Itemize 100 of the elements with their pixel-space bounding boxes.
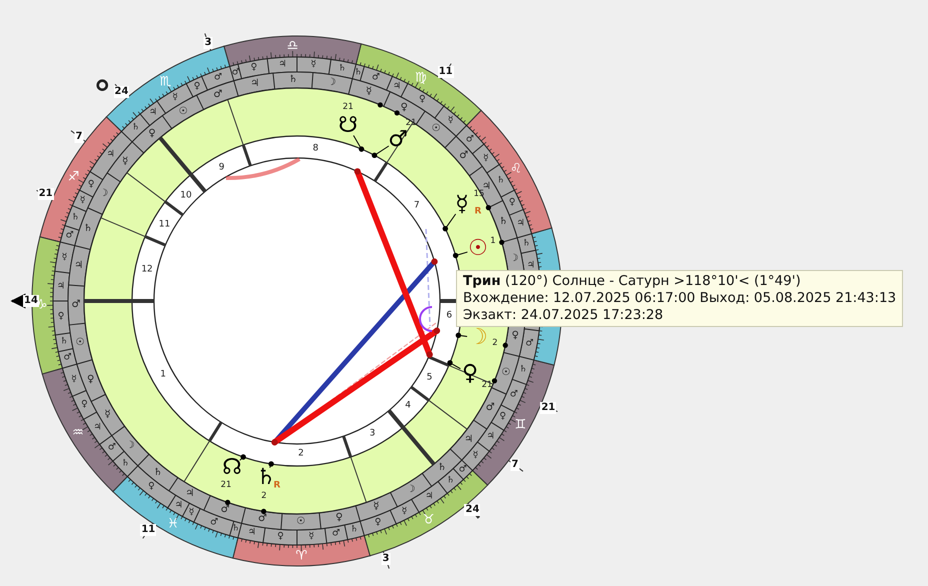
planet-symbol: ☿	[122, 156, 128, 167]
zodiac-sign-symbol: ♐	[68, 170, 80, 184]
retrograde-mark: R	[274, 482, 280, 490]
house-number: 2	[298, 449, 304, 458]
planet-symbol: ☿	[188, 508, 194, 518]
planet-symbol: ♂	[63, 354, 72, 363]
house-number: 3	[369, 430, 376, 439]
planet-symbol: ☿	[448, 116, 454, 126]
degree-label: 3	[204, 36, 213, 49]
degree-label: 2	[261, 492, 267, 500]
house-number: 11	[158, 220, 170, 229]
planet-symbol: ♀	[400, 102, 408, 113]
planet-symbol: ♄	[446, 476, 455, 486]
planet-symbol: ♂	[232, 68, 240, 78]
retrograde-mark: R	[474, 208, 482, 216]
planet-symbol: ☿	[483, 154, 489, 164]
planet-glyph: ☋	[338, 115, 358, 137]
planet-symbol: ☉	[76, 338, 85, 348]
planet-symbol: ♂	[372, 74, 380, 83]
planet-symbol: ♃	[185, 489, 194, 500]
planet-symbol: ♃	[174, 501, 183, 510]
planet-glyph: ☊	[222, 457, 242, 479]
house-number: 9	[218, 163, 225, 172]
planet-symbol: ♃	[248, 528, 256, 538]
planet-symbol: ☿	[310, 60, 316, 70]
degree-label: 21	[540, 402, 556, 414]
planet-symbol: ☿	[472, 452, 478, 461]
planet-symbol: ☽	[327, 78, 336, 88]
zodiac-sign-symbol: ♎	[286, 39, 298, 52]
degree-label: 21	[482, 380, 492, 390]
planet-symbol: ♄	[132, 124, 140, 133]
planet-symbol: ☽	[406, 485, 416, 496]
planet-symbol: ♄	[498, 216, 508, 227]
planet-symbol: ♃	[392, 82, 401, 92]
planet-symbol: ♂	[220, 504, 230, 515]
planet-symbol: ♂	[458, 465, 467, 474]
planet-symbol: ☉	[501, 368, 510, 378]
planet-symbol: ☿	[71, 375, 77, 384]
degree-label: 21	[220, 480, 232, 490]
planet-symbol: ♂	[66, 231, 74, 240]
planet-symbol: ♀	[81, 400, 88, 410]
planet-symbol: ♀	[500, 412, 506, 422]
house-number: 12	[141, 266, 153, 275]
planet-symbol: ♀	[194, 82, 200, 92]
leader-line	[239, 454, 246, 461]
house-number: 1	[160, 370, 166, 380]
planet-symbol: ♂	[459, 151, 468, 161]
house-number: 8	[312, 144, 318, 154]
planet-symbol: ♃	[56, 282, 65, 292]
planet-symbol: ☽	[99, 188, 108, 199]
degree-label: 21	[38, 188, 54, 200]
zodiac-sign-symbol: ♉	[422, 514, 434, 526]
planet-symbol: ♄	[60, 338, 68, 347]
degree-label: 7	[510, 459, 520, 472]
tooltip-text: Экзакт: 24.07.2025 17:23:28	[463, 307, 664, 324]
planet-symbol: ♄	[438, 462, 446, 473]
degree-label: 24	[114, 86, 130, 98]
planet-glyph: ☉	[468, 238, 488, 260]
planet-symbol: ☿	[308, 532, 314, 542]
zodiac-sign-symbol: ♏	[160, 75, 172, 88]
planet-symbol: ♂	[486, 403, 495, 414]
degree-label: 21	[342, 102, 354, 112]
planet-symbol: ♃	[148, 108, 158, 118]
planet-symbol: ♀	[374, 518, 382, 528]
zodiac-sign-symbol: ♓	[167, 518, 179, 531]
planet-symbol: ♀	[148, 129, 156, 140]
planet-symbol: ♄	[121, 459, 130, 468]
planet-symbol: ♂	[466, 135, 474, 144]
house-number: 7	[414, 201, 420, 210]
planet-symbol: ♃	[94, 424, 102, 433]
leader-line	[268, 461, 274, 468]
tooltip-text: Вхождение: 12.07.2025 06:17:00 Выход: 05.08.2025 21:43:13	[463, 290, 896, 307]
leader-line	[372, 146, 390, 158]
planet-symbol: ♀	[148, 482, 155, 492]
planet-symbol: ♄	[84, 224, 93, 234]
house-number: 5	[426, 373, 432, 382]
planet-symbol: ♂	[108, 444, 116, 453]
planet-symbol: ♂	[210, 518, 218, 528]
planet-symbol: ♂	[72, 300, 81, 310]
planet-symbol: ☽	[509, 254, 518, 264]
tooltip-text: Трин (120°) Солнце - Сатурн >118°10'< (1°49')	[463, 273, 802, 290]
degree-label: 2	[492, 338, 498, 348]
planet-symbol: ♄	[288, 75, 298, 86]
planet-symbol: ♃	[516, 220, 525, 228]
leader-line	[452, 252, 468, 258]
planet-symbol: ♄	[496, 176, 505, 186]
leader-line	[447, 360, 461, 370]
planet-symbol: ♃	[250, 79, 260, 90]
planet-symbol: ♂	[258, 514, 267, 524]
planet-symbol: ♀	[88, 180, 94, 190]
planet-symbol: ♃	[482, 182, 491, 192]
planet-symbol: ☿	[104, 410, 111, 420]
planet-symbol: ♀	[277, 532, 284, 542]
planet-symbol: ♃	[486, 432, 495, 442]
planet-symbol: ♄	[350, 526, 358, 535]
tooltip-panel	[456, 270, 904, 327]
zodiac-sign-symbol: ♈	[296, 550, 308, 563]
planet-symbol: ☿	[366, 87, 372, 98]
planet-symbol: ♀	[508, 198, 516, 208]
planet-symbol: ☿	[402, 507, 408, 516]
